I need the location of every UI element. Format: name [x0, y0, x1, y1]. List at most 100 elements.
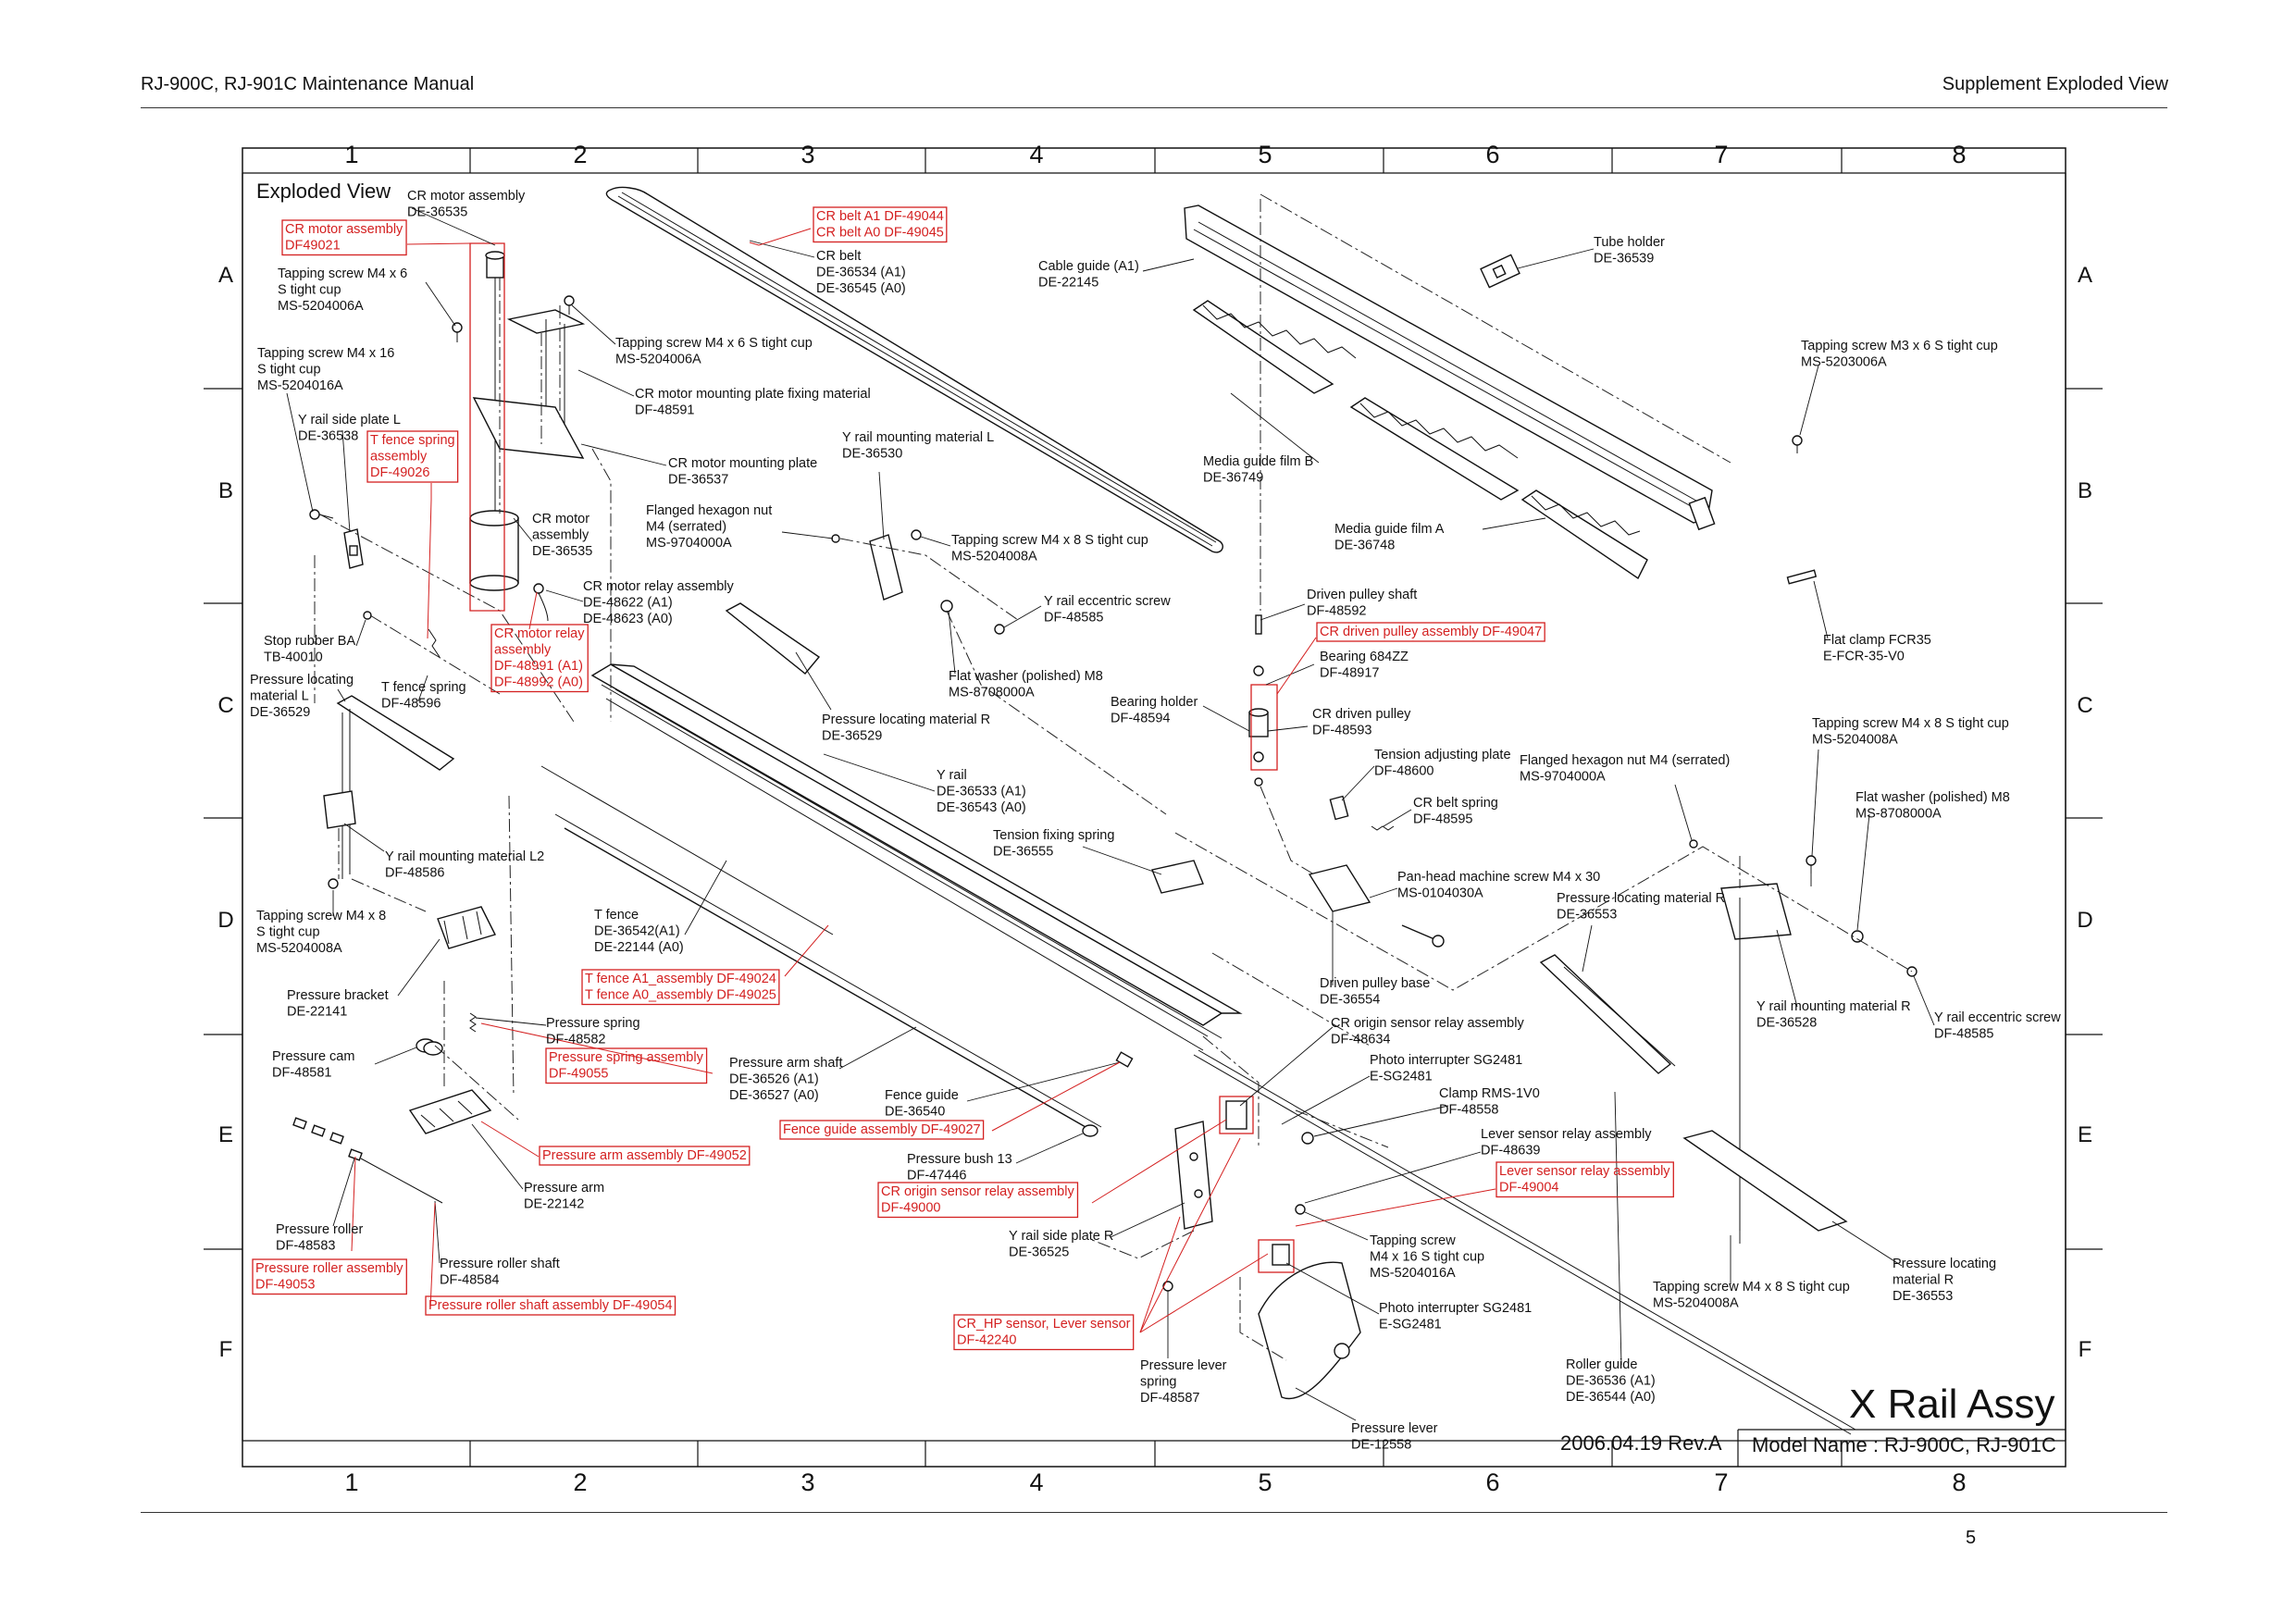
- svg-text:Tapping screw M4 x 16S tight c: Tapping screw M4 x 16S tight cupMS-52040…: [257, 346, 394, 393]
- red-fence-guide-line-1: Fence guide assembly DF-49027: [783, 1122, 981, 1137]
- cr-motor-fixing-line-1: CR motor mounting plate fixing material: [635, 387, 871, 402]
- pan-head-screw-line-1: Pan-head machine screw M4 x 30: [1397, 870, 1600, 885]
- cr-motor-assembly-top-line-2: DE-36535: [407, 205, 467, 220]
- grid-col-top-1: 1: [344, 141, 358, 168]
- tapping-m4x8-a-line-1: Tapping screw M4 x 8: [256, 909, 386, 923]
- grid-row-right-E: E: [2078, 1122, 2092, 1147]
- pressure-bracket-line-1: Pressure bracket: [287, 988, 389, 1003]
- tension-adjusting-plate-line-1: Tension adjusting plate: [1374, 748, 1511, 762]
- svg-text:Y rail side plate LDE-36538: Y rail side plate LDE-36538: [298, 413, 401, 444]
- grid-col-bottom-4: 4: [1029, 1468, 1043, 1496]
- pressure-locating-r-a-line-2: DE-36529: [822, 729, 882, 744]
- cable-guide-line-1: Cable guide (A1): [1038, 259, 1139, 274]
- pan-head-screw-line-2: MS-0104030A: [1397, 886, 1483, 901]
- pressure-cam-line-2: DF-48581: [272, 1066, 331, 1081]
- tapping-m4x6-b-line-2: MS-5204006A: [615, 353, 701, 367]
- grid-row-right-B: B: [2078, 478, 2092, 503]
- bearing-holder-line-1: Bearing holder: [1111, 695, 1198, 710]
- pressure-locating-r-b-line-1: Pressure locating material R: [1557, 891, 1725, 906]
- red-leader-lines: [351, 228, 1496, 1333]
- cr-motor-assembly-top-line-1: CR motor assembly: [407, 189, 526, 204]
- flanged-nut-a-line-1: Flanged hexagon nut: [646, 503, 772, 518]
- grid-col-top-5: 5: [1258, 141, 1272, 168]
- bearing-line-1: Bearing 684ZZ: [1320, 650, 1409, 664]
- grid-col-bottom-6: 6: [1485, 1468, 1499, 1496]
- pressure-arm-shaft-line-2: DE-36526 (A1): [729, 1072, 819, 1087]
- cr-driven-pulley-line-1: CR driven pulley: [1312, 707, 1411, 722]
- flat-washer-b-line-1: Flat washer (polished) M8: [1855, 790, 2010, 805]
- grid-col-bottom-7: 7: [1714, 1468, 1728, 1496]
- grid-row-right-C: C: [2077, 693, 2092, 718]
- svg-text:Fence guide assembly DF-49027: Fence guide assembly DF-49027: [783, 1122, 981, 1137]
- tapping-m4x6-b-line-1: Tapping screw M4 x 6 S tight cup: [615, 336, 813, 351]
- grid-row-left-B: B: [218, 478, 233, 503]
- red-t-fence-line-2: T fence A0_assembly DF-49025: [585, 988, 776, 1003]
- grid-row-left-A: A: [218, 263, 233, 288]
- pressure-lever-spring-line-2: spring: [1140, 1375, 1177, 1390]
- grid-col-bottom-3: 3: [800, 1468, 814, 1496]
- clamp-part: [1301, 1132, 1314, 1145]
- y-rail-side-plate-r-line-2: DE-36525: [1009, 1245, 1069, 1260]
- svg-text:Pressure roller shaft assembly: Pressure roller shaft assembly DF-49054: [428, 1298, 673, 1313]
- photo-interrupter-b-part: [1272, 1244, 1290, 1266]
- driven-pulley-base-line-1: Driven pulley base: [1320, 976, 1430, 991]
- cr-motor-mounting-plate-part: [472, 309, 586, 459]
- cr-motor-plate-line-1: CR motor mounting plate: [668, 456, 817, 471]
- tapping-m4x6-a-line-1: Tapping screw M4 x 6: [278, 266, 407, 281]
- tapping-m4x8-b-line-1: Tapping screw M4 x 8 S tight cup: [951, 533, 1148, 548]
- screw-m4x6-b-part: [564, 295, 575, 315]
- pressure-arm-part: [408, 1089, 492, 1134]
- grid-row-left-D: D: [217, 908, 233, 933]
- red-cr-driven-pulley-line-1: CR driven pulley assembly DF-49047: [1320, 625, 1542, 639]
- grid-col-top-3: 3: [800, 141, 814, 168]
- flat-washer-a-line-1: Flat washer (polished) M8: [949, 669, 1103, 684]
- svg-text:Cable guide (A1)DE-22145: Cable guide (A1)DE-22145: [1038, 259, 1139, 291]
- grid-col-top-6: 6: [1485, 141, 1499, 168]
- red-cr-hp-line-2: DF-42240: [957, 1333, 1016, 1348]
- pressure-lever-part: [1258, 1261, 1361, 1400]
- cr-motor-relay-line-1: CR motor relay assembly: [583, 579, 735, 594]
- svg-text:Tapping screw M4 x 8 S tight c: Tapping screw M4 x 8 S tight cupMS-52040…: [951, 533, 1148, 564]
- bearing-line-2: DF-48917: [1320, 666, 1379, 681]
- y-rail-mounting-r-line-2: DE-36528: [1756, 1016, 1817, 1031]
- red-pressure-roller-shaft-line-1: Pressure roller shaft assembly DF-49054: [428, 1298, 673, 1313]
- y-rail-eccentric-b-line-1: Y rail eccentric screw: [1934, 1010, 2061, 1025]
- tapping-m4x6-a-line-3: MS-5204006A: [278, 299, 364, 314]
- svg-text:Y rail side plate RDE-36525: Y rail side plate RDE-36525: [1009, 1229, 1113, 1260]
- red-cr-hp-line-1: CR_HP sensor, Lever sensor: [957, 1317, 1131, 1332]
- pressure-locating-r-b-part: [1539, 954, 1676, 1074]
- cr-motor-assembly-mid-line-3: DE-36535: [532, 544, 592, 559]
- grid-col-top-2: 2: [573, 141, 587, 168]
- clamp-line-1: Clamp RMS-1V0: [1439, 1086, 1540, 1101]
- cable-guide-label: Cable guide (A1)DE-22145: [1038, 259, 1139, 291]
- tension-fixing-spring-line-2: DE-36555: [993, 845, 1053, 860]
- pressure-arm-shaft-line-3: DE-36527 (A0): [729, 1088, 819, 1103]
